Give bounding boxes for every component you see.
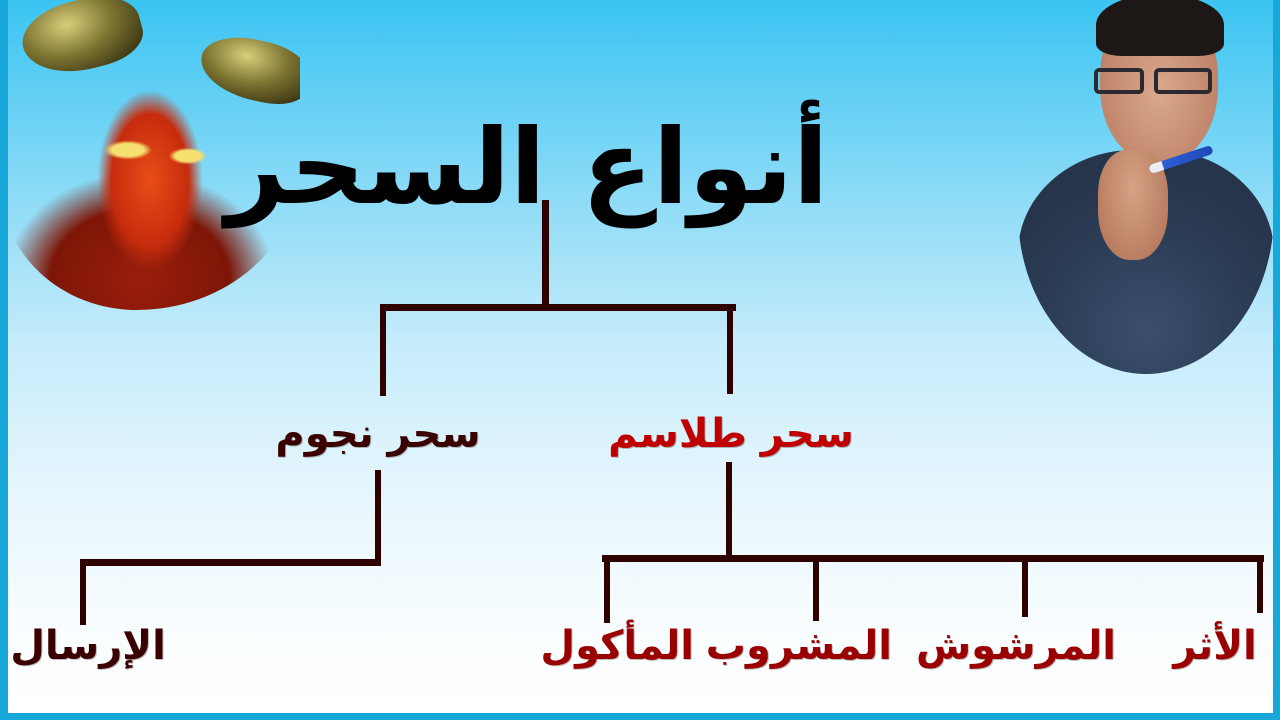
connector-nujum-horizontal: [80, 559, 381, 566]
connector-to-athar: [1257, 555, 1263, 613]
glasses-icon: [1092, 68, 1222, 98]
connector-to-irsal: [80, 559, 86, 625]
connector-nujum-vertical: [375, 470, 381, 566]
node-marshush: المرشوش: [915, 623, 1116, 669]
node-mashrub: المشروب: [705, 623, 892, 669]
node-athar: الأثر: [1173, 623, 1257, 669]
connector-to-marshush: [1022, 555, 1028, 617]
node-irsal: الإرسال: [10, 623, 166, 669]
node-sihr-nujum: سحر نجوم: [275, 411, 481, 457]
presenter-image: [1018, 0, 1274, 374]
devil-image: [0, 0, 300, 310]
frame-border-left: [0, 0, 8, 720]
connector-talasim-vertical: [726, 462, 732, 560]
left-horn-shape: [14, 0, 150, 85]
node-sihr-talasim: سحر طلاسم: [608, 411, 854, 457]
frame-border-right: [1273, 0, 1280, 720]
connector-root-vertical: [542, 200, 549, 310]
node-makul: المأكول: [540, 623, 694, 669]
diagram-title: أنواع السحر: [225, 106, 829, 228]
connector-talasim-horizontal: [602, 555, 1264, 562]
connector-root-horizontal: [380, 304, 736, 311]
connector-to-nujum: [380, 304, 386, 396]
presenter-hair: [1096, 0, 1224, 56]
frame-border-bottom: [0, 713, 1280, 720]
connector-to-talasim: [727, 304, 733, 394]
connector-to-makul: [604, 555, 610, 623]
connector-to-mashrub: [813, 555, 819, 621]
